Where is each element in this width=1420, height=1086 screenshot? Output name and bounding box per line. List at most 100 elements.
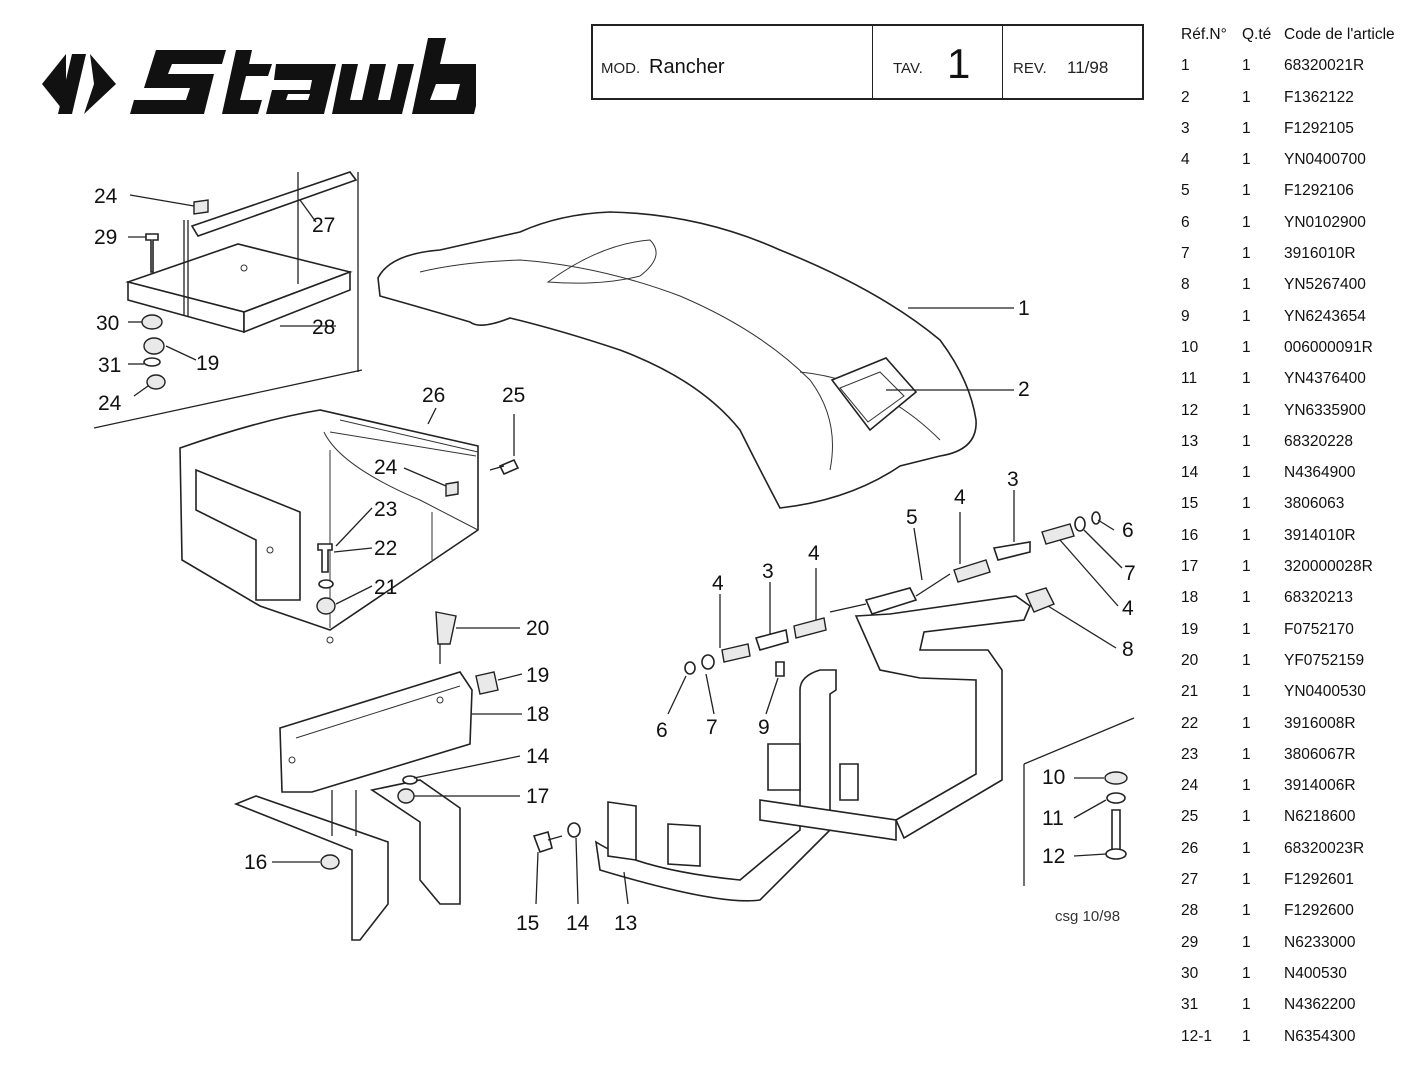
table-row: 21 1 YN0400530	[1174, 679, 1414, 710]
ref-cell: 9	[1181, 307, 1190, 325]
bolt-inset	[1023, 717, 1135, 886]
qty-cell: 1	[1242, 370, 1251, 388]
qty-cell: 1	[1242, 996, 1251, 1014]
callout-16: 16	[244, 851, 267, 874]
callout-14a: 14	[526, 745, 550, 768]
ref-cell: 13	[1181, 432, 1199, 450]
callout-14b: 14	[566, 912, 590, 935]
header-qty: Q.té	[1242, 26, 1272, 43]
header-ref: Réf.N°	[1181, 26, 1227, 43]
ref-cell: 18	[1181, 589, 1199, 607]
header-code: Code de l'article	[1284, 26, 1395, 43]
callout-4b: 4	[808, 542, 820, 565]
ref-cell: 12	[1181, 401, 1199, 419]
code-cell: YF0752159	[1284, 651, 1365, 669]
ref-cell: 28	[1181, 902, 1199, 920]
code-cell: 320000028R	[1284, 558, 1373, 576]
battery-box-hardware	[316, 458, 520, 615]
code-cell: YN0400700	[1284, 151, 1366, 169]
callout-29: 29	[94, 226, 117, 249]
code-cell: F1292600	[1284, 902, 1354, 920]
ref-cell: 26	[1181, 839, 1199, 857]
qty-cell: 1	[1242, 620, 1251, 638]
qty-cell: 1	[1242, 401, 1251, 419]
ref-cell: 31	[1181, 996, 1199, 1014]
callout-24b: 24	[98, 392, 122, 415]
logo-chevron-icon	[42, 54, 116, 114]
callout-4c: 4	[954, 486, 966, 509]
code-cell: N400530	[1284, 964, 1347, 982]
callout-24c: 24	[374, 456, 398, 479]
callout-24a: 24	[94, 185, 118, 208]
code-cell: YN0400530	[1284, 683, 1366, 701]
callout-15: 15	[516, 912, 539, 935]
battery-box-part-26	[179, 409, 479, 644]
qty-cell: 1	[1242, 777, 1251, 795]
callout-7b: 7	[706, 716, 718, 739]
code-cell: N6354300	[1284, 1027, 1356, 1045]
ref-cell: 11	[1181, 370, 1198, 388]
ref-cell: 8	[1181, 276, 1190, 294]
code-cell: 3806063	[1284, 495, 1345, 513]
callout-20: 20	[526, 617, 549, 640]
callout-26: 26	[422, 384, 445, 407]
callout-23: 23	[374, 498, 397, 521]
qty-cell: 1	[1242, 338, 1251, 356]
leader-lines	[128, 194, 1123, 905]
code-cell: 3806067R	[1284, 745, 1356, 763]
ref-cell: 19	[1181, 620, 1199, 638]
code-cell: 3914010R	[1284, 526, 1356, 544]
code-cell: 68320021R	[1284, 57, 1365, 75]
strut-assembly	[684, 511, 1101, 677]
code-cell: YN6243654	[1284, 307, 1366, 325]
table-row: 4 1 YN0400700	[1174, 147, 1414, 178]
qty-cell: 1	[1242, 683, 1251, 701]
callout-9: 9	[758, 716, 770, 739]
code-cell: N6233000	[1284, 933, 1356, 951]
ref-cell: 12-1	[1181, 1027, 1213, 1045]
qty-cell: 1	[1242, 151, 1251, 169]
exploded-parts-diagram: 1 2 24 29 27 28 30 31 19 24 26 25 24 23 …	[93, 171, 1136, 941]
code-cell: F1292105	[1284, 119, 1354, 137]
callout-4d: 4	[1122, 597, 1134, 620]
ref-cell: 21	[1181, 683, 1199, 701]
ref-cell: 4	[1181, 151, 1190, 169]
table-row: 31 1 N4362200	[1174, 992, 1414, 1023]
ref-cell: 3	[1181, 119, 1190, 137]
front-frame-part-13	[532, 587, 1055, 902]
callout-3b: 3	[1007, 468, 1019, 491]
qty-cell: 1	[1242, 871, 1251, 889]
ref-cell: 23	[1181, 745, 1199, 763]
ref-cell: 24	[1181, 777, 1199, 795]
code-cell: 68320213	[1284, 589, 1353, 607]
qty-cell: 1	[1242, 495, 1251, 513]
code-cell: N4362200	[1284, 996, 1356, 1014]
parts-table-header: Réf.N° Q.té Code de l'article	[1174, 22, 1414, 53]
code-cell: F1292106	[1284, 182, 1354, 200]
ref-cell: 2	[1181, 88, 1190, 106]
ref-cell: 1	[1181, 57, 1190, 75]
revision-cell: REV. 11/98	[1003, 26, 1143, 98]
callout-3a: 3	[762, 560, 774, 583]
model-value: Rancher	[649, 56, 725, 78]
qty-cell: 1	[1242, 526, 1251, 544]
model-cell: MOD. Rancher	[593, 26, 873, 98]
ref-cell: 30	[1181, 964, 1199, 982]
